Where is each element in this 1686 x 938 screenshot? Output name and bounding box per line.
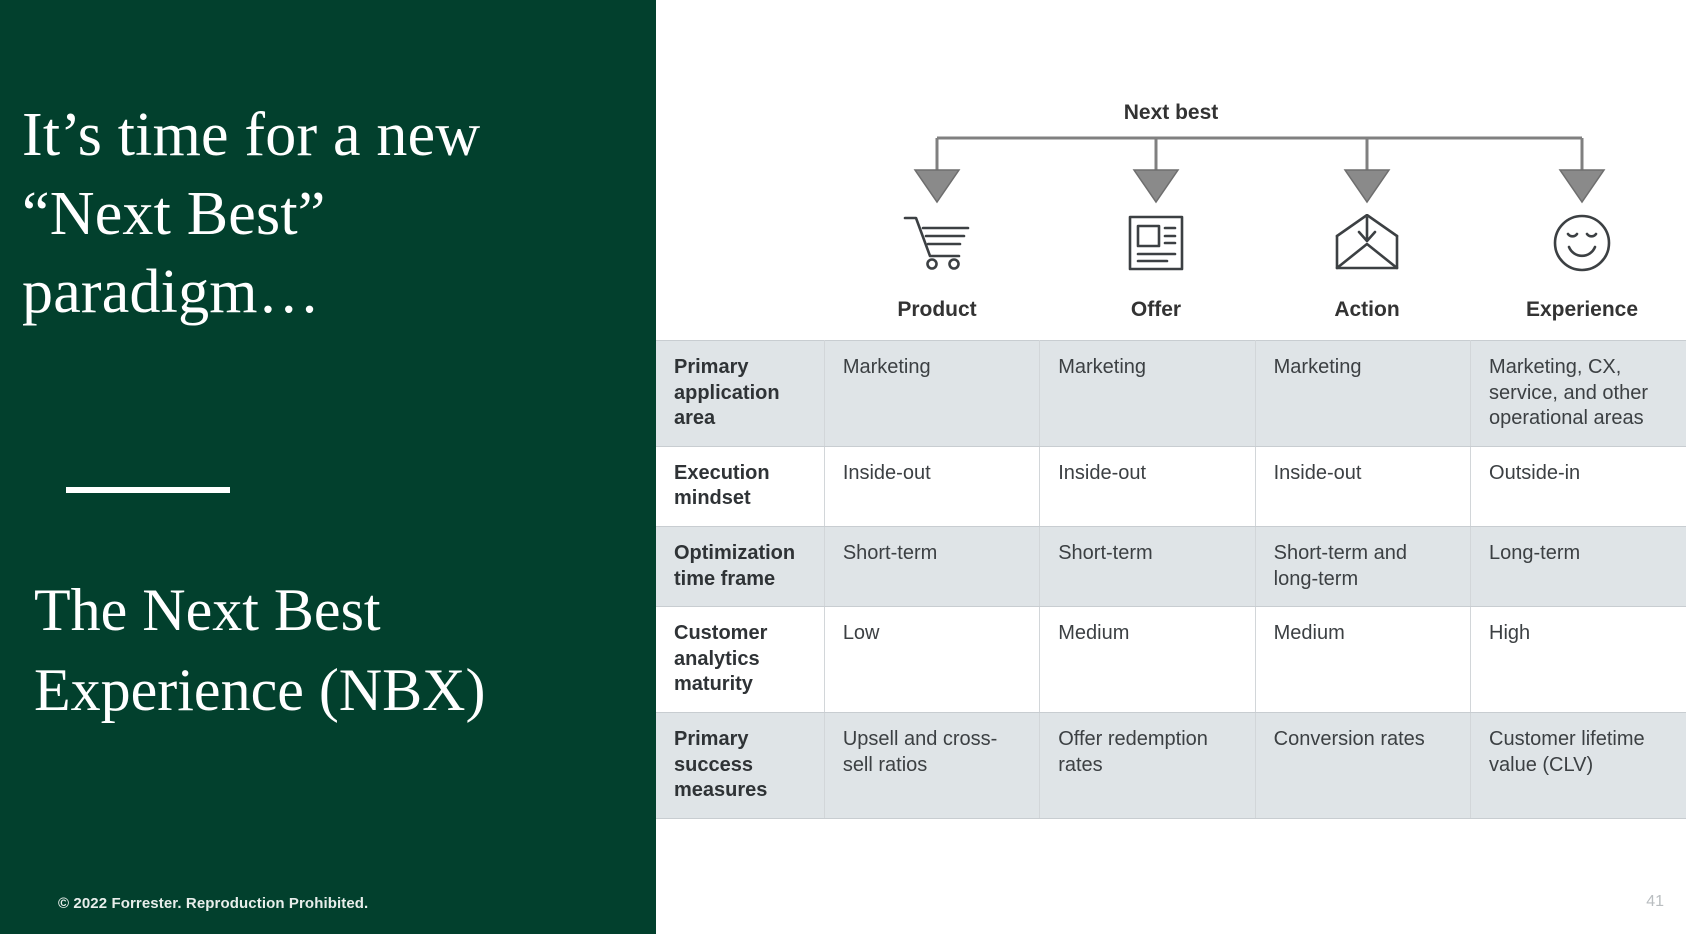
table-cell: Marketing bbox=[824, 340, 1041, 447]
row-label: Execution mindset bbox=[656, 446, 825, 527]
table-cell: Customer lifetime value (CLV) bbox=[1470, 712, 1686, 819]
table-cell: Inside-out bbox=[1039, 446, 1256, 527]
smiley-face-icon bbox=[1492, 212, 1672, 274]
table-cell: Conversion rates bbox=[1255, 712, 1472, 819]
row-label: Optimization time frame bbox=[656, 526, 825, 608]
table-cell: Marketing bbox=[1255, 340, 1472, 447]
diagram-label-experience: Experience bbox=[1525, 298, 1639, 321]
comparison-table: Primary application area Marketing Marke… bbox=[656, 340, 1686, 819]
table-row: Execution mindset Inside-out Inside-out … bbox=[656, 446, 1686, 527]
table-row: Primary application area Marketing Marke… bbox=[656, 340, 1686, 447]
diagram-label-offer: Offer bbox=[1130, 298, 1182, 321]
row-label: Primary success measures bbox=[656, 712, 825, 819]
page-title: It’s time for a new “Next Best” paradigm… bbox=[22, 101, 481, 327]
diagram-column-action: Action bbox=[1277, 212, 1457, 322]
table-row: Optimization time frame Short-term Short… bbox=[656, 526, 1686, 608]
shopping-cart-icon bbox=[847, 212, 1027, 274]
open-envelope-arrow-icon bbox=[1277, 212, 1457, 274]
table-cell: Long-term bbox=[1470, 526, 1686, 608]
diagram-label-product: Product bbox=[897, 298, 977, 321]
diagram-title: Next best bbox=[1123, 101, 1219, 124]
table-cell: Marketing, CX, service, and other operat… bbox=[1470, 340, 1686, 447]
table-cell: Outside-in bbox=[1470, 446, 1686, 527]
table-cell: Marketing bbox=[1039, 340, 1256, 447]
table-cell: Medium bbox=[1255, 606, 1472, 713]
next-best-diagram: Next best bbox=[656, 0, 1686, 336]
table-cell: Inside-out bbox=[1255, 446, 1472, 527]
divider-rule bbox=[66, 487, 230, 493]
diagram-label-action: Action bbox=[1334, 298, 1400, 321]
table-cell: High bbox=[1470, 606, 1686, 713]
copyright-notice: © 2022 Forrester. Reproduction Prohibite… bbox=[58, 895, 369, 912]
diagram-column-offer: Offer bbox=[1066, 212, 1246, 322]
table-cell: Short-term bbox=[824, 526, 1041, 608]
page-number: 41 bbox=[1646, 893, 1664, 910]
table-cell: Medium bbox=[1039, 606, 1256, 713]
table-row: Customer analytics maturity Low Medium M… bbox=[656, 606, 1686, 713]
table-cell: Inside-out bbox=[824, 446, 1041, 527]
diagram-column-product: Product bbox=[847, 212, 1027, 322]
document-article-icon bbox=[1066, 212, 1246, 274]
diagram-column-experience: Experience bbox=[1492, 212, 1672, 322]
row-label: Primary application area bbox=[656, 340, 825, 447]
table-cell: Short-term and long-term bbox=[1255, 526, 1472, 608]
table-cell: Low bbox=[824, 606, 1041, 713]
title-panel: It’s time for a new “Next Best” paradigm… bbox=[0, 0, 656, 934]
table-row: Primary success measures Upsell and cros… bbox=[656, 712, 1686, 819]
connector-lines bbox=[913, 136, 1606, 204]
subtitle: The Next Best Experience (NBX) bbox=[34, 577, 486, 724]
table-cell: Upsell and cross-sell ratios bbox=[824, 712, 1041, 819]
table-cell: Short-term bbox=[1039, 526, 1256, 608]
row-label: Customer analytics maturity bbox=[656, 606, 825, 713]
table-cell: Offer redemption rates bbox=[1039, 712, 1256, 819]
